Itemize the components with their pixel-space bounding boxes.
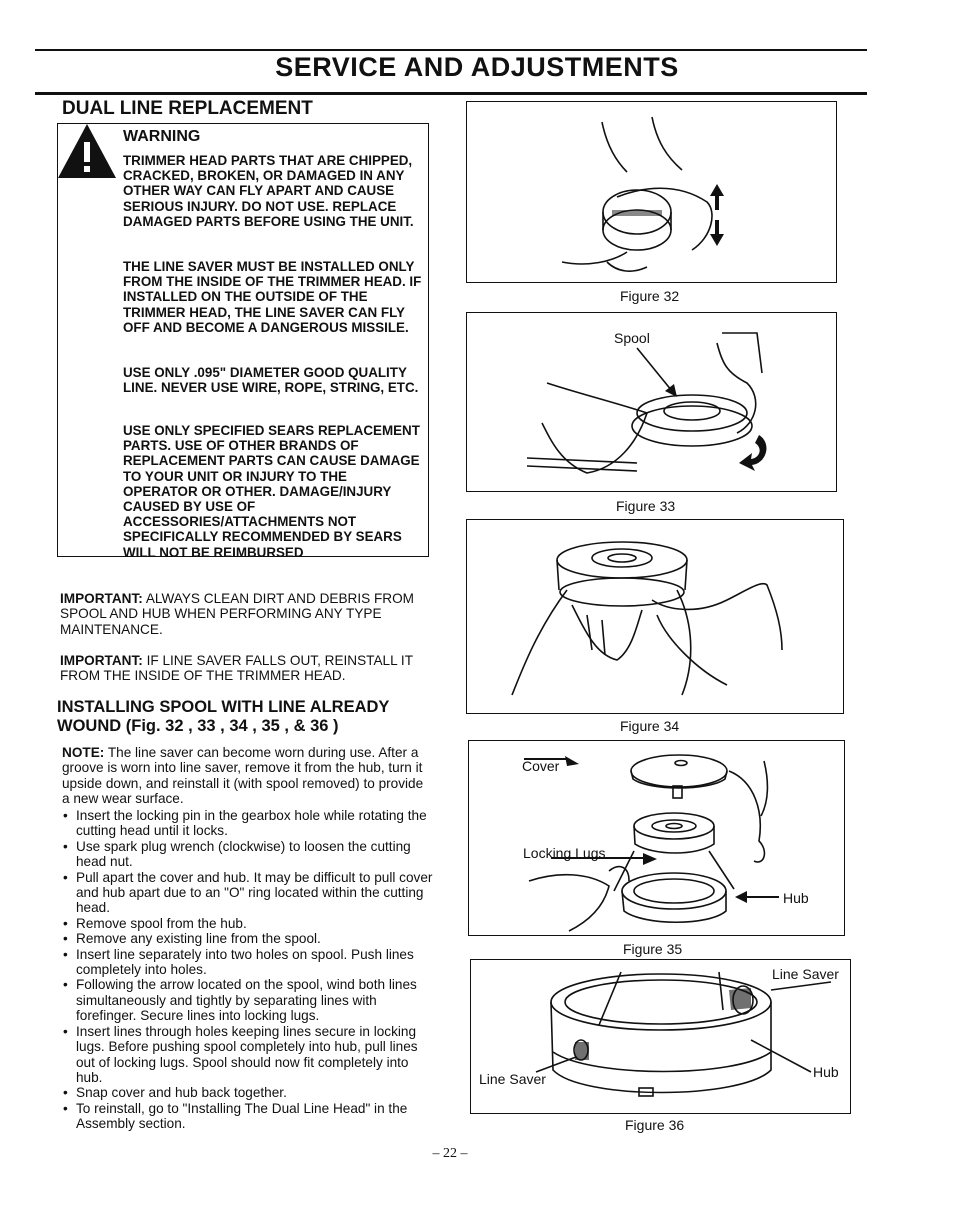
figure-33 — [466, 312, 837, 492]
step-item: Remove spool from the hub. — [62, 916, 434, 932]
warning-paragraph-4: USE ONLY SPECIFIED SEARS REPLACEMENT PAR… — [123, 423, 420, 560]
figure-35-locking-lugs-label: Locking Lugs — [523, 845, 606, 861]
figure-32-illustration — [561, 116, 724, 272]
warning-box — [57, 123, 429, 557]
warning-paragraph-2: THE LINE SAVER MUST BE INSTALLED ONLY FR… — [123, 259, 422, 335]
figure-36-hub-label: Hub — [813, 1064, 839, 1080]
figure-35-cover-label: Cover — [522, 758, 560, 774]
step-item: Insert lines through holes keeping lines… — [62, 1024, 434, 1086]
warning-paragraph-3: USE ONLY .095" DIAMETER GOOD QUALITY LIN… — [123, 365, 419, 396]
figure-34 — [466, 519, 844, 714]
figure-36-line-saver-top-label: Line Saver — [772, 966, 839, 982]
figure-36-caption: Figure 36 — [625, 1117, 685, 1133]
figure-33-spool-label: Spool — [614, 330, 650, 346]
figure-32 — [466, 101, 837, 283]
step-item: Insert line separately into two holes on… — [62, 947, 434, 978]
figure-36 — [470, 959, 851, 1114]
step-item: Snap cover and hub back together. — [62, 1085, 434, 1101]
section-heading: DUAL LINE REPLACEMENT — [62, 98, 313, 119]
page-title: SERVICE AND ADJUSTMENTS — [275, 52, 679, 82]
warning-paragraph-1: TRIMMER HEAD PARTS THAT ARE CHIPPED, CRA… — [123, 153, 414, 229]
figure-36-illustration — [535, 971, 832, 1097]
step-item: Insert the locking pin in the gearbox ho… — [62, 808, 434, 839]
step-item: To reinstall, go to "Installing The Dual… — [62, 1101, 434, 1132]
figure-35-illustration — [524, 754, 779, 932]
install-note: NOTE: The line saver can become worn dur… — [62, 745, 432, 807]
figure-35-caption: Figure 35 — [623, 941, 683, 957]
note-label: NOTE: — [62, 745, 105, 760]
important-note-1: IMPORTANT: ALWAYS CLEAN DIRT AND DEBRIS … — [60, 591, 432, 637]
figure-36-line-saver-left-label: Line Saver — [479, 1071, 546, 1087]
important-label: IMPORTANT: — [60, 591, 143, 606]
install-heading: INSTALLING SPOOL WITH LINE ALREADY WOUND… — [57, 698, 390, 735]
top-rule — [35, 49, 867, 51]
figure-33-illustration — [526, 332, 767, 474]
step-item: Remove any existing line from the spool. — [62, 931, 434, 947]
note-text: The line saver can become worn during us… — [62, 745, 424, 807]
step-item: Pull apart the cover and hub. It may be … — [62, 870, 434, 916]
figure-35-hub-label: Hub — [783, 890, 809, 906]
figure-34-illustration — [511, 541, 783, 696]
warning-title: WARNING — [123, 128, 201, 145]
important-label: IMPORTANT: — [60, 653, 143, 668]
figure-34-caption: Figure 34 — [620, 718, 680, 734]
install-steps: Insert the locking pin in the gearbox ho… — [62, 808, 434, 1132]
step-item: Use spark plug wrench (clockwise) to loo… — [62, 839, 434, 870]
figure-32-caption: Figure 32 — [620, 288, 680, 304]
step-item: Following the arrow located on the spool… — [62, 977, 434, 1023]
important-text: IF LINE SAVER FALLS OUT, REINSTALL IT FR… — [60, 653, 413, 684]
figure-33-caption: Figure 33 — [616, 498, 676, 514]
title-rule — [35, 92, 867, 95]
page-number: – 22 – — [432, 1146, 468, 1161]
important-note-2: IMPORTANT: IF LINE SAVER FALLS OUT, REIN… — [60, 653, 432, 684]
important-text: ALWAYS CLEAN DIRT AND DEBRIS FROM SPOOL … — [60, 591, 414, 637]
figure-35 — [468, 740, 845, 936]
